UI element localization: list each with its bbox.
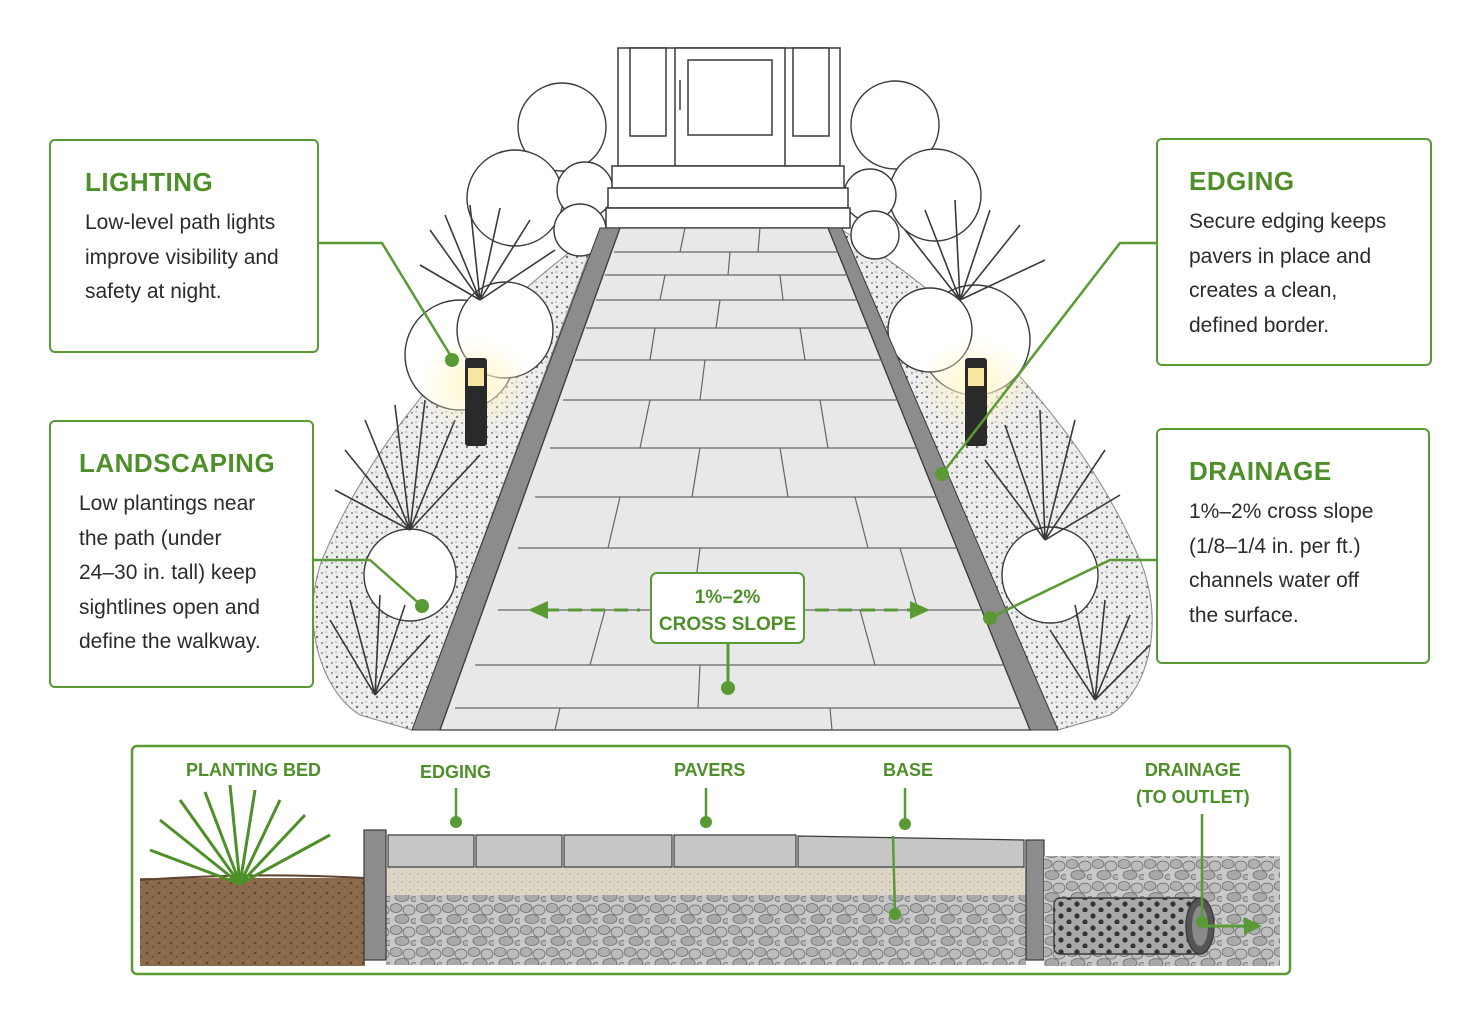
leader-lines	[313, 241, 1157, 620]
cross-section-drawing	[139, 784, 1280, 966]
edging-title: EDGING	[1189, 166, 1295, 196]
cross-section-pointers	[450, 788, 1208, 928]
slope-caption: CROSS SLOPE	[658, 614, 797, 635]
paver-walkway	[439, 227, 1031, 731]
drainage-title: DRAINAGE	[1189, 456, 1332, 486]
label-pavers: PAVERS	[674, 760, 746, 780]
label-edging: EDGING	[420, 762, 492, 782]
slope-percent: 1%–2%	[694, 587, 761, 608]
leader-dots	[415, 353, 997, 625]
drainage-text: 1%–2% cross slope (1/8–1/4 in. per ft.) …	[1189, 500, 1374, 627]
left-grasses	[329, 204, 556, 696]
right-grasses	[904, 199, 1151, 701]
label-planting-bed: PLANTING BED	[186, 760, 321, 780]
edging-text: Secure edging keeps pavers in place and …	[1189, 210, 1387, 337]
front-steps	[605, 165, 851, 229]
cross-slope-label: 1%–2% CROSS SLOPE	[650, 572, 805, 644]
label-base: BASE	[883, 760, 934, 780]
landscaping-callout: LANDSCAPING Low plantings near the path …	[49, 420, 314, 688]
edging-callout: EDGING Secure edging keeps pavers in pla…	[1156, 138, 1432, 366]
front-door	[617, 47, 841, 167]
right-path-light	[918, 337, 1034, 446]
paver-joints	[455, 227, 1022, 731]
drainage-callout: DRAINAGE 1%–2% cross slope (1/8–1/4 in. …	[1156, 428, 1430, 664]
landscaping-text: Low plantings near the path (under 24–30…	[79, 492, 261, 653]
lighting-title: LIGHTING	[85, 167, 214, 197]
lighting-text: Low-level path lights improve visibility…	[85, 211, 279, 303]
landscaping-title: LANDSCAPING	[79, 448, 276, 478]
cross-slope-arrows	[528, 601, 930, 695]
label-drainage: DRAINAGE (TO OUTLET)	[1136, 760, 1250, 807]
lighting-callout: LIGHTING Low-level path lights improve v…	[49, 139, 319, 353]
